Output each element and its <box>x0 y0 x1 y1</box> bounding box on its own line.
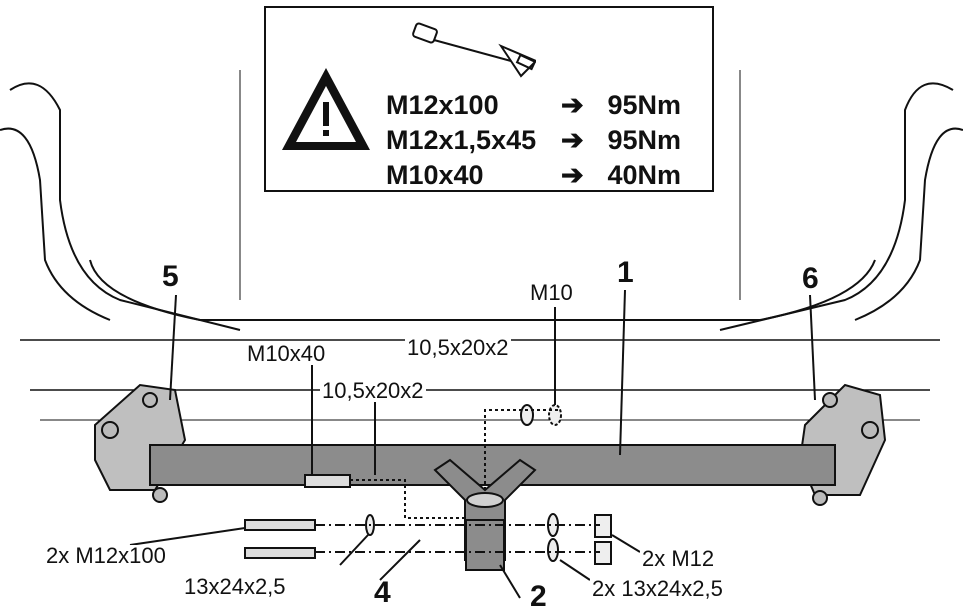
warning-triangle-icon <box>282 68 370 150</box>
torque-wrench-icon <box>412 22 536 78</box>
tailgate-edge <box>89 259 876 321</box>
body-line-left <box>0 127 111 321</box>
bolt-spec: M10x40 <box>386 160 484 190</box>
torque-warning-panel: M12x100 ➔ 95Nm M12x1,5x45 ➔ 95Nm M10x40 … <box>264 6 714 192</box>
body-line-right <box>854 127 963 321</box>
bolt-spec: M12x100 <box>386 90 499 120</box>
torque-value: 40Nm <box>607 160 681 190</box>
right-washers-label: 2x 13x24x2,5 <box>590 576 725 601</box>
part-2-label: 2 <box>530 580 547 613</box>
arrow-icon: ➔ <box>561 125 584 155</box>
m10-nut-label: M10 <box>528 280 575 305</box>
torque-row: M12x1,5x45 ➔ 95Nm <box>386 123 681 158</box>
body-outline-right <box>719 82 954 331</box>
torque-row: M10x40 ➔ 40Nm <box>386 158 681 193</box>
crossbar <box>149 444 836 486</box>
torque-value: 95Nm <box>607 125 681 155</box>
part-5-label: 5 <box>162 260 179 293</box>
tow-ball-receiver <box>465 519 505 571</box>
bolt-spec: M12x1,5x45 <box>386 125 537 155</box>
part-6-label: 6 <box>802 262 819 295</box>
lower-washer-label: 10,5x20x2 <box>320 378 426 403</box>
left-bolts-label: 2x M12x100 <box>44 543 168 568</box>
m10x40-bolt-label: M10x40 <box>245 341 328 366</box>
left-washer-label: 13x24x2,5 <box>182 574 288 599</box>
torque-value: 95Nm <box>607 90 681 120</box>
part-1-label: 1 <box>617 256 634 289</box>
body-outline-left <box>9 82 241 331</box>
right-nuts-label: 2x M12 <box>640 546 717 571</box>
arrow-icon: ➔ <box>561 90 584 120</box>
arrow-icon: ➔ <box>561 160 584 190</box>
torque-table: M12x100 ➔ 95Nm M12x1,5x45 ➔ 95Nm M10x40 … <box>386 88 681 193</box>
torque-row: M12x100 ➔ 95Nm <box>386 88 681 123</box>
part-4-label: 4 <box>374 576 391 609</box>
upper-washer-label: 10,5x20x2 <box>405 335 511 360</box>
